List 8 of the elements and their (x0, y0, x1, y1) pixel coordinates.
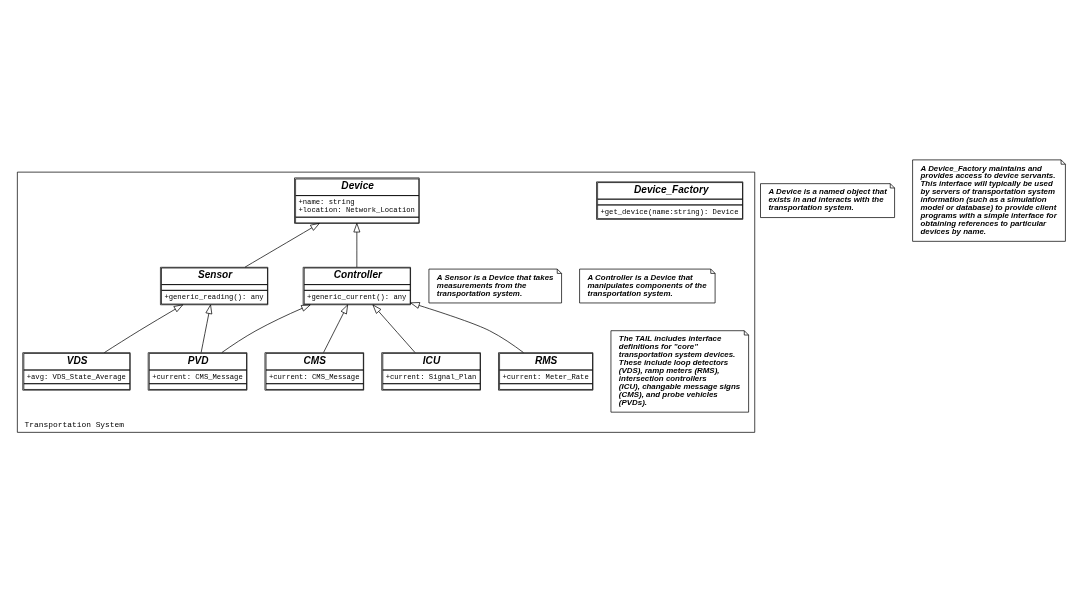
arrow (323, 304, 348, 353)
arrow (221, 304, 311, 353)
arrow (200, 304, 213, 353)
arrow (410, 301, 524, 353)
arrow (104, 303, 184, 353)
arrow (244, 222, 320, 267)
arrow (353, 222, 361, 267)
arrow (372, 304, 416, 353)
